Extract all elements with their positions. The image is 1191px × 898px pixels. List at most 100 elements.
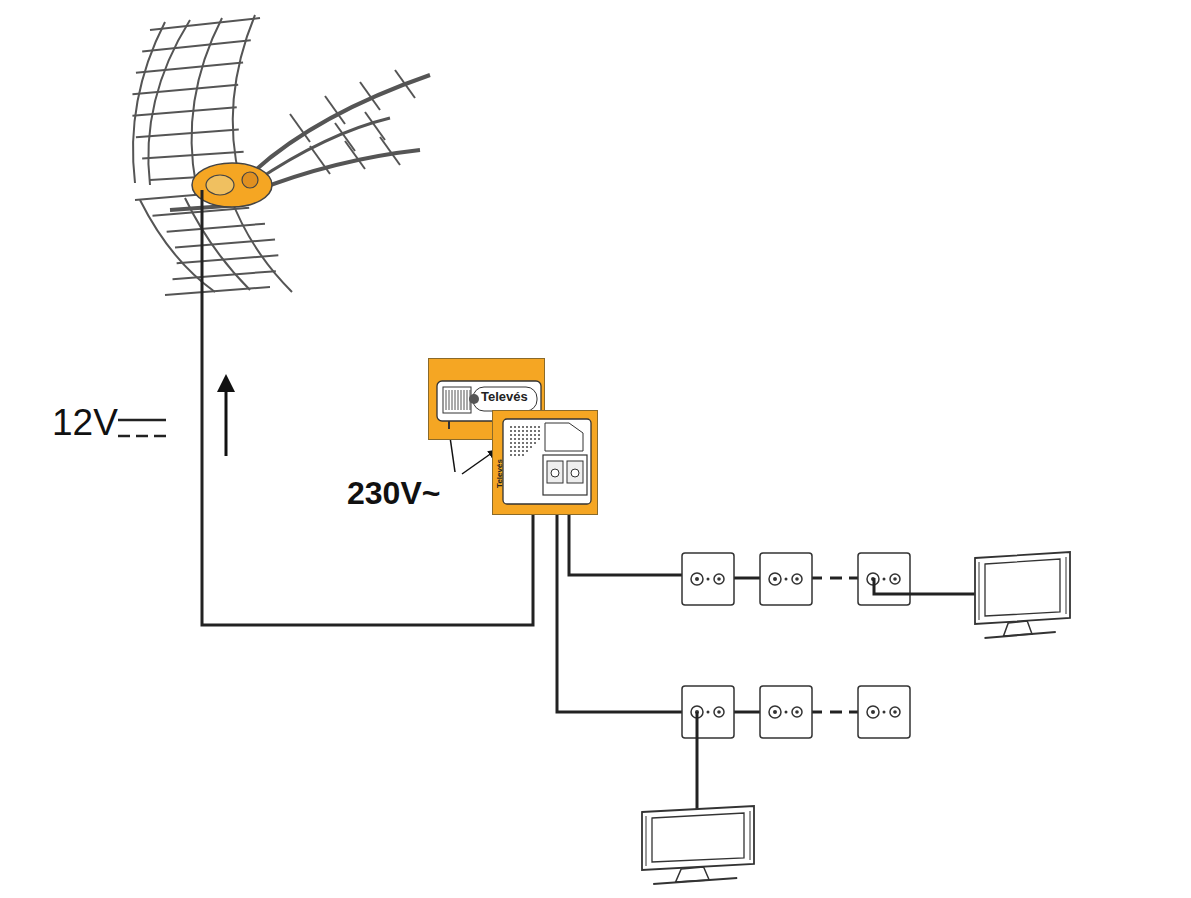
drawing-stroke: [510, 454, 512, 456]
drawing-stroke: [136, 63, 243, 73]
drawing-stroke: [455, 390, 456, 410]
drawing-stroke: [1066, 557, 1067, 614]
antenna-hub: [192, 163, 272, 207]
drawing-stroke: [769, 573, 781, 585]
drawing-stroke: [695, 577, 699, 581]
drawing-stroke: [530, 442, 532, 444]
drawing-stroke: [785, 578, 788, 581]
arrow-head: [217, 374, 235, 392]
drawing-stroke: [510, 426, 512, 428]
drawing-stroke: [714, 707, 724, 717]
drawing-stroke: [510, 450, 512, 452]
drawing-stroke: [142, 40, 251, 51]
drawing-stroke: [890, 707, 900, 717]
voltage-label: 12V: [52, 404, 118, 441]
voltage-label: 230V~: [347, 477, 440, 509]
drawing-stroke: [518, 430, 520, 432]
drawing-stroke: [538, 434, 540, 436]
drawing-stroke: [510, 434, 512, 436]
drawing-stroke: [335, 123, 355, 151]
drawing-stroke: [514, 442, 516, 444]
drawing-stroke: [773, 577, 777, 581]
drawing-stroke: [883, 578, 886, 581]
drawing-stroke: [514, 454, 516, 456]
drawing-stroke: [534, 430, 536, 432]
drawing-stroke: [325, 96, 345, 124]
drawing-stroke: [534, 426, 536, 428]
drawing-stroke: [380, 137, 400, 165]
drawing-stroke: [522, 434, 524, 436]
drawing-stroke: [522, 446, 524, 448]
drawing-stroke: [707, 711, 710, 714]
drawing-stroke: [192, 18, 222, 185]
drawing-stroke: [526, 450, 528, 452]
drawing-stroke: [530, 438, 532, 440]
drawing-stroke: [890, 574, 900, 584]
drawing-stroke: [514, 438, 516, 440]
drawing-stroke: [522, 426, 524, 428]
drawing-stroke: [530, 426, 532, 428]
drawing-stroke: [717, 577, 721, 581]
drawing-stroke: [653, 878, 737, 884]
televisions: [642, 552, 1070, 884]
drawing-stroke: [395, 70, 415, 98]
drawing-stroke: [792, 574, 802, 584]
drawing-stroke: [360, 82, 380, 110]
drawing-stroke: [473, 387, 537, 411]
drawing-stroke: [518, 434, 520, 436]
drawing-stroke: [140, 200, 215, 292]
drawing-stroke: [173, 271, 276, 279]
drawing-stroke: [518, 454, 520, 456]
drawing-stroke: [893, 710, 897, 714]
drawing-stroke: [514, 430, 516, 432]
drawing-stroke: [206, 175, 234, 195]
wall-outlet: [858, 686, 910, 738]
drawing-stroke: [518, 450, 520, 452]
drawing-stroke: [526, 430, 528, 432]
wall-outlet: [682, 686, 734, 738]
drawing-stroke: [167, 224, 265, 232]
power-direction-arrow: [225, 388, 228, 456]
drawing-stroke: [185, 198, 250, 290]
drawing-stroke: [707, 578, 710, 581]
drawing-stroke: [985, 632, 1056, 638]
drawing-stroke: [510, 442, 512, 444]
television: [975, 552, 1070, 638]
drawing-stroke: [503, 419, 591, 504]
drawing-stroke: [773, 710, 777, 714]
drawing-stroke: [646, 816, 647, 866]
drawing-stroke: [464, 390, 465, 410]
drawing-stroke: [133, 22, 165, 183]
drawing-stroke: [538, 430, 540, 432]
wall-outlets: [682, 553, 910, 738]
drawing-stroke: [458, 390, 459, 410]
drawing-stroke: [534, 434, 536, 436]
drawing-stroke: [522, 442, 524, 444]
drawing-stroke: [717, 710, 721, 714]
drawing-stroke: [233, 15, 255, 180]
drawing-stroke: [132, 85, 238, 94]
drawing-stroke: [551, 469, 559, 477]
drawing-stroke: [652, 813, 744, 862]
drawing-stroke: [446, 390, 447, 410]
drawing-stroke: [785, 711, 788, 714]
drawing-stroke: [242, 172, 258, 188]
drawing-stroke: [530, 446, 532, 448]
antenna: [132, 15, 430, 295]
leader-arrow: [462, 450, 496, 474]
drawing-stroke: [547, 461, 563, 483]
drawing-stroke: [449, 390, 450, 410]
drawing-stroke: [871, 710, 875, 714]
drawing-stroke: [175, 240, 275, 248]
drawing-stroke: [365, 112, 385, 140]
drawing-stroke: [534, 438, 536, 440]
drawing-stroke: [132, 107, 236, 116]
drawing-stroke: [567, 461, 583, 483]
wall-outlet: [858, 553, 910, 605]
drawing-stroke: [443, 387, 471, 413]
drawing-stroke: [514, 446, 516, 448]
drawing-stroke: [448, 421, 450, 429]
tv-lead: [874, 578, 975, 594]
drawing-stroke: [526, 438, 528, 440]
drawing-stroke: [514, 434, 516, 436]
